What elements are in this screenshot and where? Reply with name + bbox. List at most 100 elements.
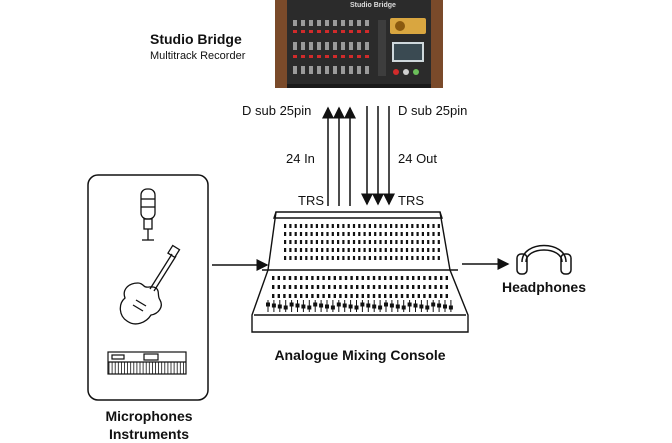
console-knob <box>374 224 377 228</box>
console-fader-cap <box>437 303 442 308</box>
sources-box <box>87 174 209 401</box>
console-knob <box>331 240 334 244</box>
console-knob <box>412 294 415 298</box>
console-knob <box>356 285 359 289</box>
console-knob <box>412 276 415 280</box>
console-knob <box>331 256 334 260</box>
console-knob <box>411 224 414 228</box>
console-knob <box>299 232 303 236</box>
console-knob <box>342 248 345 252</box>
console-knob <box>445 276 448 280</box>
console-fader-cap <box>283 305 288 310</box>
console-knob <box>311 276 314 280</box>
console-knob <box>421 240 424 244</box>
console-fader-cap <box>425 305 430 310</box>
microphone-icon <box>140 188 156 241</box>
console-knob <box>432 248 435 252</box>
mixing-console-icon <box>251 211 469 333</box>
console-knob <box>283 294 286 298</box>
console-knob <box>352 224 356 228</box>
console-knob <box>390 256 393 260</box>
console-knob <box>356 276 359 280</box>
console-knob <box>342 224 345 228</box>
console-knob <box>384 256 387 260</box>
console-fader-cap <box>407 302 412 307</box>
console-fader-cap <box>360 302 365 307</box>
console-fader-cap <box>401 305 406 310</box>
console-knob <box>378 294 381 298</box>
multitrack-recorder-icon <box>275 0 443 88</box>
console-fader-cap <box>330 305 335 310</box>
console-knob <box>294 276 297 280</box>
console-fader-cap <box>443 304 447 309</box>
console-knob <box>379 240 382 244</box>
console-knob <box>434 285 437 289</box>
console-knob <box>305 276 308 280</box>
console-knob <box>277 276 280 280</box>
console-fader-cap <box>431 302 436 307</box>
console-knob <box>423 294 426 298</box>
console-knob <box>428 276 432 280</box>
console-fader-cap <box>348 304 353 309</box>
console-knob <box>395 224 398 228</box>
console-knob <box>289 224 292 228</box>
console-knob <box>361 294 364 298</box>
console-fader-cap <box>372 304 377 309</box>
console-knob <box>378 285 381 289</box>
console-knob <box>437 232 440 236</box>
console-knob <box>395 285 398 289</box>
console-knob <box>300 285 303 289</box>
console-fader-cap <box>342 303 347 308</box>
console-knob <box>367 294 370 298</box>
console-knob <box>416 256 419 260</box>
console-knob <box>294 256 297 260</box>
console-knob <box>406 276 409 280</box>
console-knob <box>390 248 393 252</box>
right-connector-label: D sub 25pin <box>398 103 468 118</box>
console-knob <box>361 285 364 289</box>
recorder-subtitle: Multitrack Recorder <box>150 50 246 62</box>
console-knob <box>316 294 320 298</box>
console-knob <box>347 224 350 228</box>
console-knob <box>421 248 424 252</box>
console-knob <box>367 285 370 289</box>
console-fader-cap <box>277 304 282 309</box>
console-knob <box>311 294 314 298</box>
console-knob <box>299 224 303 228</box>
console-knob <box>427 256 430 260</box>
console-knob <box>374 240 377 244</box>
console-knob <box>358 248 361 252</box>
console-knob <box>300 276 303 280</box>
console-knob <box>294 224 297 228</box>
console-knob <box>416 232 419 236</box>
console-knob <box>445 294 448 298</box>
console-knob <box>395 248 398 252</box>
console-knob <box>423 276 426 280</box>
console-knob <box>350 276 353 280</box>
console-knob <box>395 256 398 260</box>
console-knob <box>417 285 420 289</box>
right-trs-label: TRS <box>398 193 424 208</box>
console-knob <box>400 248 403 252</box>
console-knob <box>284 232 287 236</box>
headphones-label: Headphones <box>501 279 586 295</box>
console-fader-cap <box>419 304 424 309</box>
console-knob <box>339 294 342 298</box>
console-knob <box>337 232 340 236</box>
console-knob <box>352 232 356 236</box>
console-fader-cap <box>266 302 270 307</box>
console-knob <box>352 256 356 260</box>
console-knob <box>400 256 403 260</box>
console-knob <box>440 285 443 289</box>
console-knob <box>389 276 392 280</box>
console-knob <box>434 294 437 298</box>
console-fader-cap <box>378 305 383 310</box>
console-knob <box>440 276 443 280</box>
console-knob <box>321 232 324 236</box>
console-knob <box>331 224 334 228</box>
console-knob <box>344 294 348 298</box>
console-knob <box>326 256 329 260</box>
console-knob <box>305 285 308 289</box>
console-knob <box>352 240 356 244</box>
